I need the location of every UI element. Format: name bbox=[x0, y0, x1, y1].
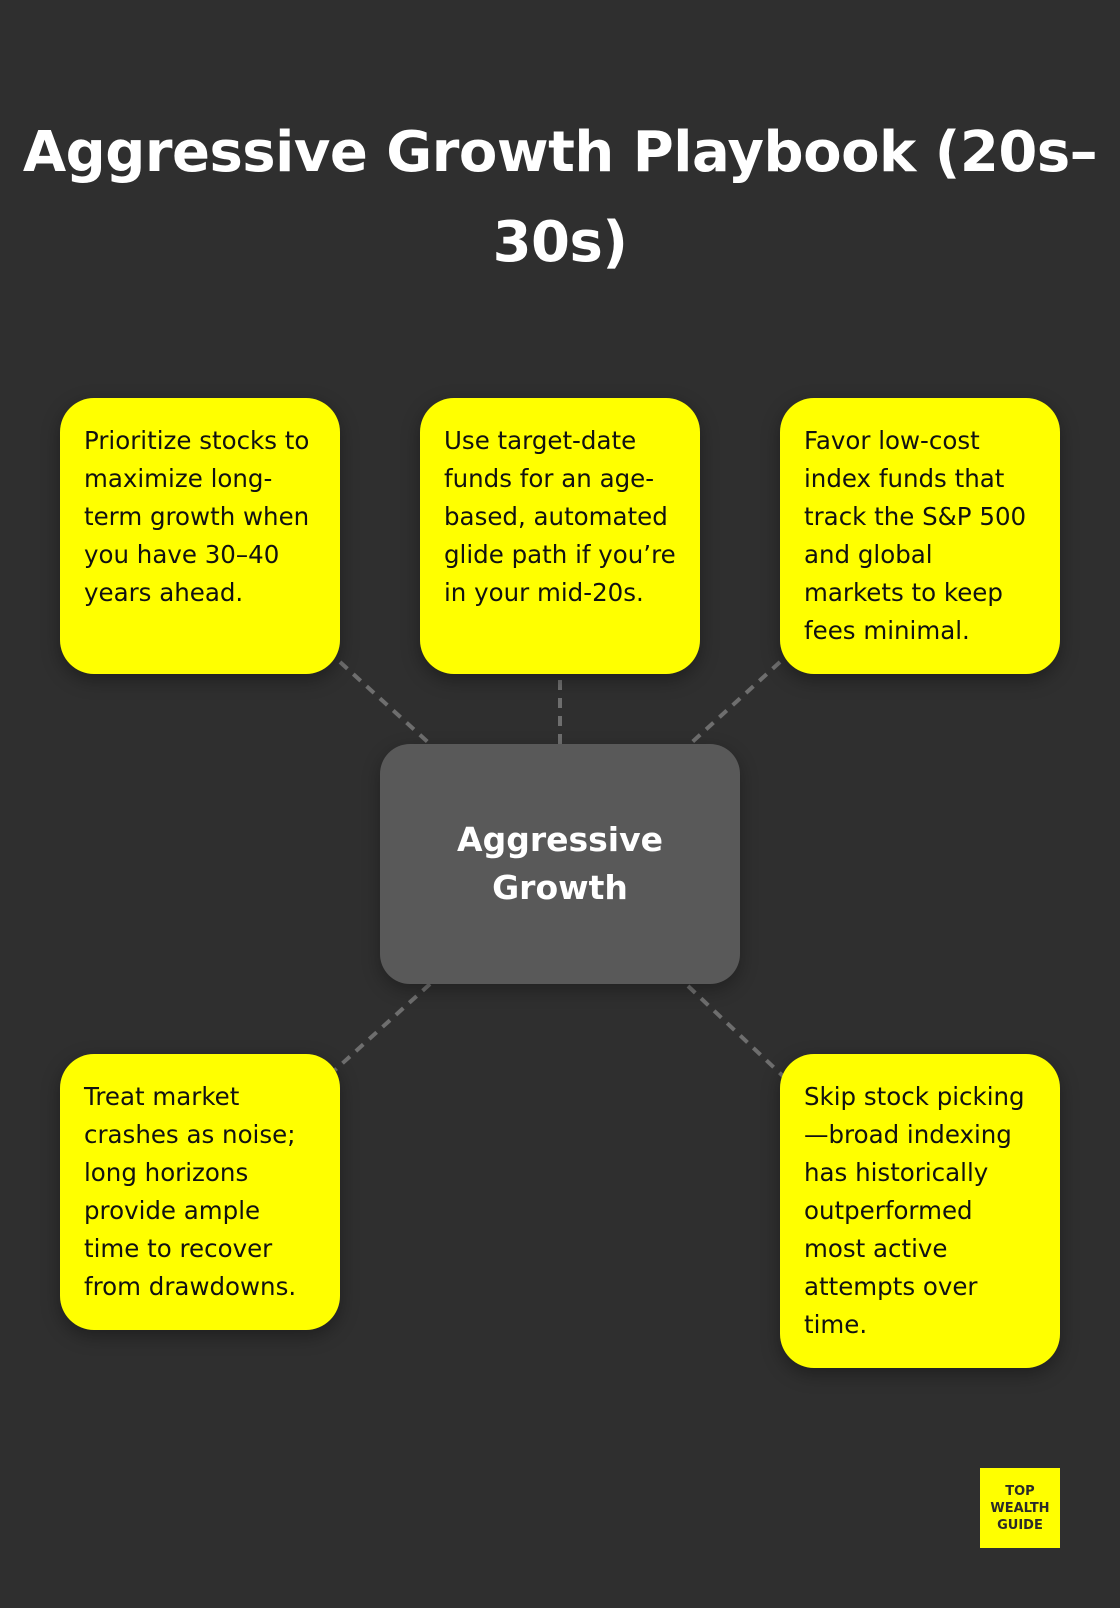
tip-card-target-date-funds: Use target-date funds for an age-based, … bbox=[420, 398, 700, 674]
center-node: Aggressive Growth bbox=[380, 744, 740, 984]
connector-top-right bbox=[688, 660, 782, 746]
center-node-label: Aggressive Growth bbox=[457, 820, 663, 907]
page-title: Aggressive Growth Playbook (20s–30s) bbox=[22, 120, 1098, 275]
tip-text: Favor low-cost index funds that track th… bbox=[804, 426, 1027, 645]
tip-card-index-funds: Favor low-cost index funds that track th… bbox=[780, 398, 1060, 674]
tip-card-market-crashes: Treat market crashes as noise; long hori… bbox=[60, 1054, 340, 1330]
tip-card-prioritize-stocks: Prioritize stocks to maximize long-term … bbox=[60, 398, 340, 674]
logo-line-1: TOP bbox=[1005, 1483, 1035, 1499]
logo-line-3: GUIDE bbox=[997, 1517, 1043, 1533]
tip-text: Treat market crashes as noise; long hori… bbox=[84, 1082, 297, 1301]
connector-top-left bbox=[338, 660, 432, 746]
brand-logo: TOP WEALTH GUIDE bbox=[980, 1468, 1060, 1548]
tip-text: Use target-date funds for an age-based, … bbox=[444, 426, 676, 607]
connector-bottom-right bbox=[686, 984, 787, 1080]
logo-line-2: WEALTH bbox=[990, 1500, 1050, 1516]
tip-card-skip-stock-picking: Skip stock picking—broad indexing has hi… bbox=[780, 1054, 1060, 1368]
connector-bottom-left bbox=[333, 982, 432, 1072]
tip-text: Prioritize stocks to maximize long-term … bbox=[84, 426, 310, 607]
tip-text: Skip stock picking—broad indexing has hi… bbox=[804, 1082, 1025, 1339]
